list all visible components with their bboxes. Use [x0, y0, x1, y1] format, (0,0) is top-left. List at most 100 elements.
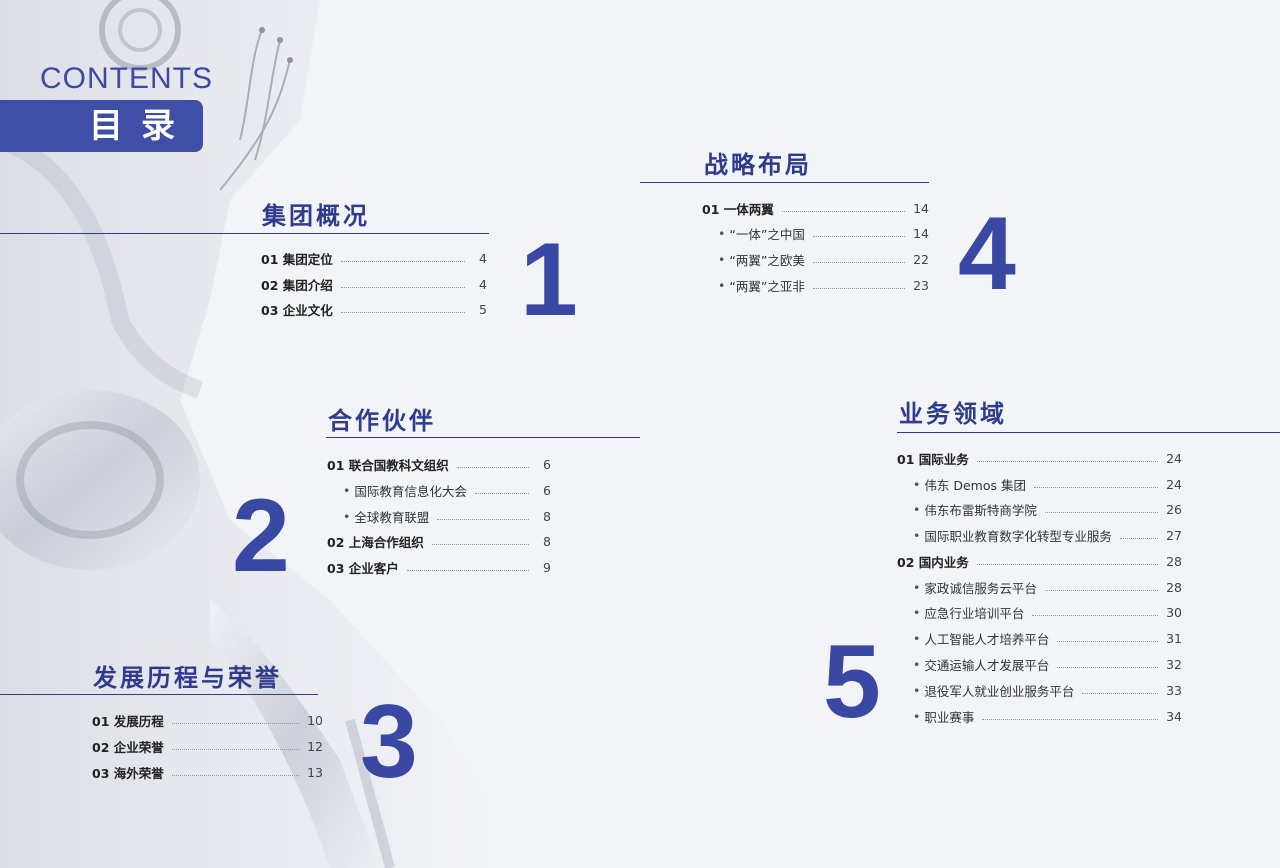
toc-page: 9: [543, 560, 551, 575]
toc-label: 02 集团介绍: [261, 278, 333, 293]
toc-label: 01 国际业务: [897, 452, 969, 467]
contents-heading-cn: 目录: [0, 100, 203, 152]
leader-dots: [171, 775, 300, 776]
section-number: 5: [823, 624, 881, 740]
leader-dots: [431, 544, 529, 545]
toc-entry[interactable]: 03 企业客户 9: [327, 558, 551, 577]
toc-label: 伟东 Demos 集团: [924, 478, 1026, 493]
leader-dots: [437, 519, 529, 520]
section-number: 1: [520, 222, 578, 338]
section-title-history: 发展历程与荣誉: [93, 664, 282, 692]
bullet-icon: •: [913, 580, 921, 595]
bullet-icon: •: [913, 605, 921, 620]
toc-entry[interactable]: 03 海外荣誉 13: [92, 763, 323, 782]
toc-page: 28: [1166, 580, 1182, 595]
toc-entry[interactable]: 01 国际业务 24: [897, 449, 1182, 468]
toc-page: 24: [1166, 477, 1182, 492]
toc-label: 01 一体两翼: [702, 202, 774, 217]
toc-label: 02 企业荣誉: [92, 740, 164, 755]
leader-dots: [171, 723, 300, 724]
toc-page: 30: [1166, 605, 1182, 620]
leader-dots: [340, 312, 465, 313]
leader-dots: [340, 261, 465, 262]
toc-label: 人工智能人才培养平台: [924, 632, 1050, 647]
toc-label: “一体”之中国: [729, 227, 805, 242]
leader-dots: [812, 236, 906, 237]
toc-page: 22: [913, 252, 929, 267]
toc-page: 14: [913, 201, 929, 216]
toc-entry[interactable]: 02 集团介绍 4: [261, 275, 487, 294]
section-divider: [326, 437, 640, 438]
section-title-business: 业务领域: [899, 400, 1007, 428]
toc-page: 5: [479, 302, 487, 317]
section-title-partners: 合作伙伴: [328, 407, 436, 435]
toc-page: 4: [479, 277, 487, 292]
toc-label: 职业赛事: [924, 710, 975, 725]
toc-entry[interactable]: •伟东 Demos 集团 24: [913, 475, 1182, 494]
toc-label: “两翼”之欧美: [729, 253, 805, 268]
section-number: 3: [360, 684, 418, 800]
toc-page: 31: [1166, 631, 1182, 646]
toc-page: 6: [543, 457, 551, 472]
leader-dots: [1082, 693, 1159, 694]
bullet-icon: •: [913, 477, 921, 492]
contents-heading-en: CONTENTS: [40, 62, 213, 95]
toc-label: 02 上海合作组织: [327, 535, 424, 550]
leader-dots: [456, 467, 529, 468]
section-divider: [0, 694, 318, 695]
leader-dots: [340, 287, 465, 288]
leader-dots: [982, 719, 1159, 720]
section-title-overview: 集团概况: [262, 202, 370, 230]
leader-dots: [1044, 512, 1159, 513]
toc-label: 01 集团定位: [261, 252, 333, 267]
bullet-icon: •: [913, 528, 921, 543]
bullet-icon: •: [913, 709, 921, 724]
toc-entry[interactable]: 01 发展历程 10: [92, 711, 323, 730]
toc-label: 国际职业教育数字化转型专业服务: [924, 529, 1112, 544]
toc-page: 10: [307, 713, 323, 728]
toc-label: 03 海外荣誉: [92, 766, 164, 781]
section-divider: [0, 233, 489, 234]
bullet-icon: •: [718, 278, 726, 293]
toc-label: 伟东布雷斯特商学院: [924, 503, 1037, 518]
bullet-icon: •: [343, 509, 351, 524]
section-title-strategy: 战略布局: [704, 151, 812, 179]
toc-page: 24: [1166, 451, 1182, 466]
toc-entry[interactable]: 01 一体两翼 14: [702, 199, 929, 218]
section-divider: [640, 182, 929, 183]
toc-label: 退役军人就业创业服务平台: [924, 684, 1075, 699]
section-number: 4: [958, 196, 1016, 312]
leader-dots: [812, 262, 906, 263]
bullet-icon: •: [913, 657, 921, 672]
toc-entry[interactable]: •退役军人就业创业服务平台 33: [913, 681, 1182, 700]
toc-label: 03 企业客户: [327, 561, 399, 576]
leader-dots: [976, 564, 1159, 565]
leader-dots: [976, 461, 1159, 462]
bullet-icon: •: [913, 683, 921, 698]
toc-label: 01 发展历程: [92, 714, 164, 729]
section-divider: [897, 432, 1280, 433]
toc-page: 33: [1166, 683, 1182, 698]
toc-page: 14: [913, 226, 929, 241]
leader-dots: [171, 749, 300, 750]
toc-page: 13: [307, 765, 323, 780]
bullet-icon: •: [913, 502, 921, 517]
